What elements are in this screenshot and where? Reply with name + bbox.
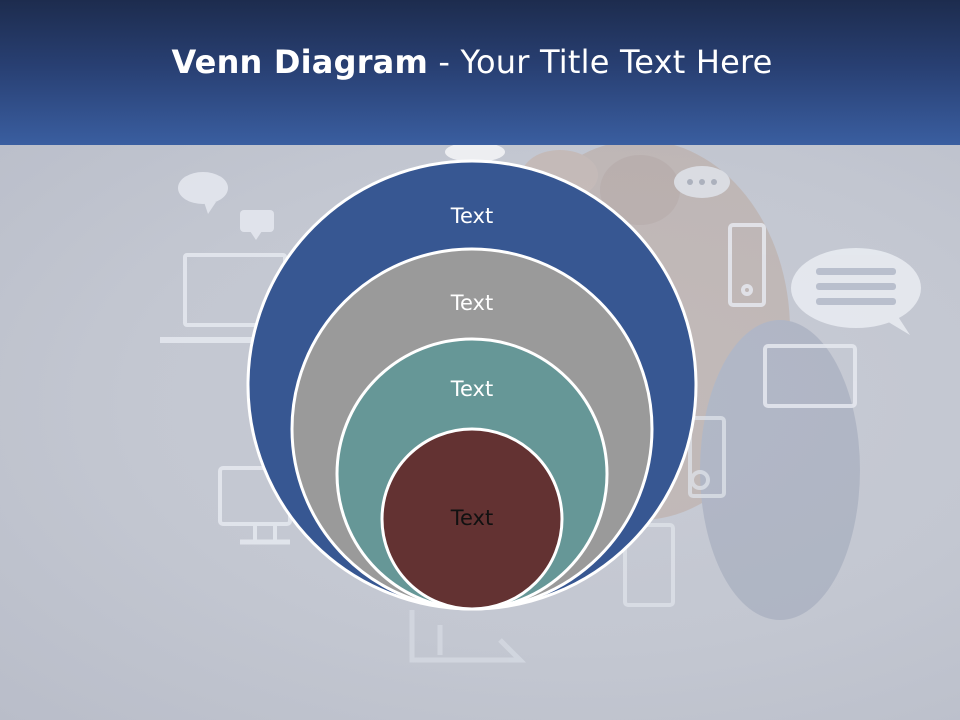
phone-icon (623, 416, 726, 607)
circle-label-inner: Text (450, 506, 493, 530)
circle-inner (380, 427, 564, 611)
title-bold-part: Venn Diagram (171, 43, 429, 81)
monitor-icon (409, 610, 527, 663)
circle-label-outer: Text (450, 204, 493, 228)
circle-label-third: Text (450, 377, 493, 401)
message-bubble-icon (674, 166, 730, 198)
header-bar: Venn Diagram - Your Title Text Here (0, 0, 960, 145)
speech-bubble-icon (791, 248, 921, 335)
chat-bubbles-icon (178, 172, 274, 240)
slide-title: Venn Diagram - Your Title Text Here (0, 40, 944, 84)
tablet-icon (728, 223, 857, 408)
title-rest-part: - Your Title Text Here (428, 43, 773, 81)
circle-label-second: Text (450, 291, 493, 315)
